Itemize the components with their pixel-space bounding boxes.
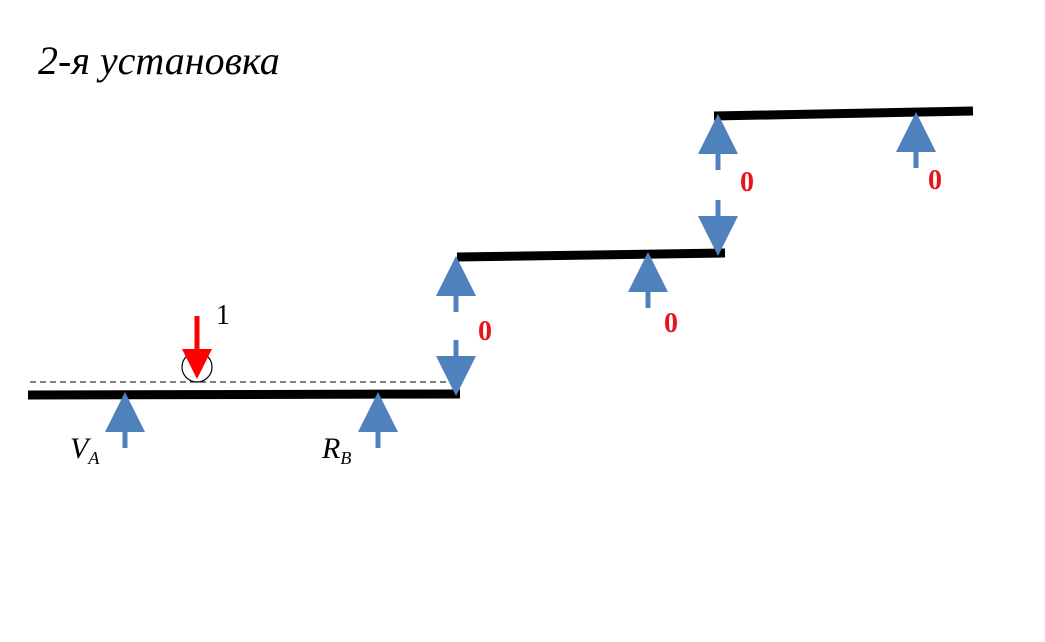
label-rb-sub: B [340,448,351,468]
label-rb-main: R [321,432,340,465]
zero-label-hinge-2: 0 [740,167,754,198]
label-va: VA [70,432,100,468]
beam-segment-1 [27,389,461,400]
label-va-main: V [70,432,92,465]
diagram-title: 2-я установка [38,38,280,83]
zero-label-support-2: 0 [664,308,678,339]
label-rb: RB [321,432,351,468]
beam-segment-3 [713,106,974,121]
unit-load-label: 1 [216,300,230,331]
zero-label-support-3: 0 [928,165,942,196]
zero-label-hinge-1: 0 [478,316,492,347]
label-va-sub: A [87,448,100,468]
beam-segment-2 [456,248,726,262]
